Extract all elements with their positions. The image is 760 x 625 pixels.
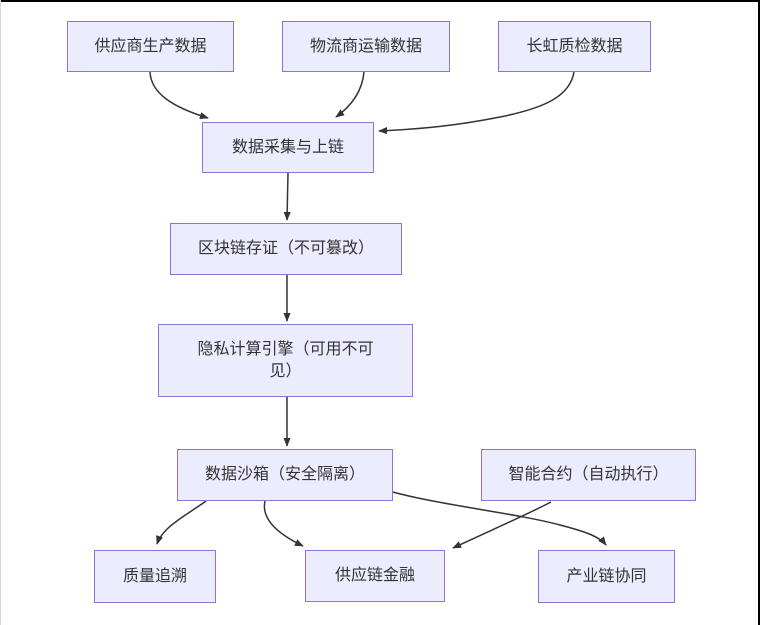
edge-collection-to-blockchain <box>283 172 291 221</box>
screen-edge-left <box>0 0 1 625</box>
screen-edge-top <box>0 0 760 2</box>
node-label: 产业链协同 <box>566 567 647 585</box>
node-industry-chain-collaboration: 产业链协同 <box>538 550 675 603</box>
node-label: 质量追溯 <box>122 567 187 585</box>
node-changhong-quality-data: 长虹质检数据 <box>498 21 651 72</box>
edge-supplier-to-collection <box>149 71 209 120</box>
node-data-sandbox: 数据沙箱（安全隔离） <box>177 449 393 501</box>
node-privacy-computing-engine: 隐私计算引擎（可用不可见） <box>158 324 413 397</box>
node-data-collection-onchain: 数据采集与上链 <box>202 122 374 173</box>
node-label: 物流商运输数据 <box>309 37 422 55</box>
node-label: 长虹质检数据 <box>526 37 623 55</box>
edge-contract-to-finance <box>452 501 552 549</box>
node-label: 供应链金融 <box>334 567 415 585</box>
node-supplier-production-data: 供应商生产数据 <box>67 21 234 72</box>
edge-changhong-to-collection <box>378 71 575 135</box>
node-label: 数据沙箱（安全隔离） <box>204 466 365 484</box>
node-supply-chain-finance: 供应链金融 <box>305 550 445 602</box>
node-label: 供应商生产数据 <box>94 37 207 55</box>
node-smart-contract: 智能合约（自动执行） <box>481 449 696 501</box>
edge-sandbox-to-finance <box>263 500 304 547</box>
node-label: 数据采集与上链 <box>231 138 344 156</box>
node-label: 智能合约（自动执行） <box>508 466 669 484</box>
node-quality-traceability: 质量追溯 <box>94 550 216 603</box>
node-label: 区块链存证（不可篡改） <box>197 240 374 258</box>
edge-sandbox-to-trace <box>156 500 207 545</box>
node-blockchain-evidence: 区块链存证（不可篡改） <box>170 223 402 275</box>
node-label: 隐私计算引擎（可用不可见） <box>197 340 374 380</box>
screen-edge-right <box>758 0 760 625</box>
node-logistics-transport-data: 物流商运输数据 <box>282 21 450 72</box>
edge-logistics-to-collection <box>335 71 365 118</box>
